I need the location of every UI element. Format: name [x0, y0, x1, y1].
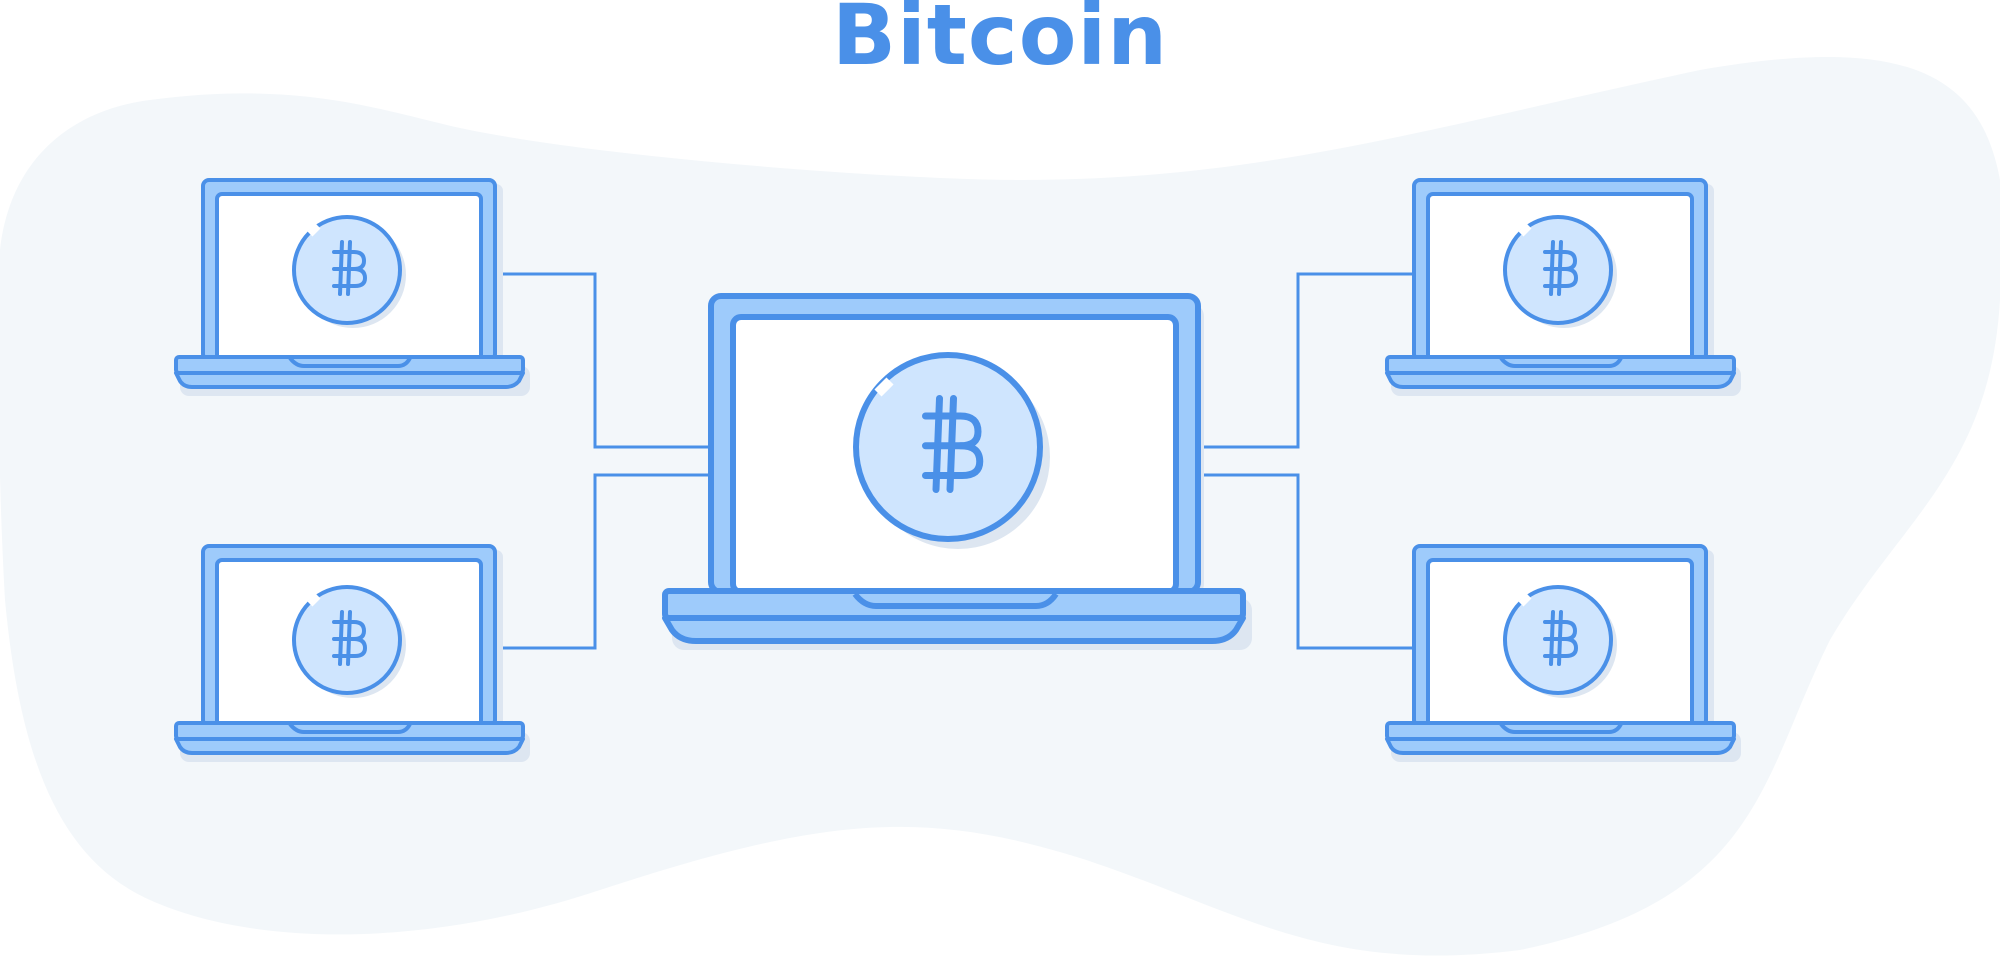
bitcoin-coin-icon — [292, 585, 406, 698]
page-title: Bitcoin — [831, 0, 1169, 84]
link-top-right — [1198, 272, 1413, 449]
node-top-right — [1385, 178, 1741, 396]
node-bottom-left — [174, 544, 530, 762]
link-bottom-right — [1198, 473, 1413, 650]
central-bitcoin-coin-icon — [853, 352, 1050, 549]
bitcoin-coin-icon — [1503, 585, 1617, 698]
central-node — [662, 293, 1252, 650]
link-bottom-left — [496, 473, 710, 650]
node-top-left — [174, 178, 530, 396]
central-laptop-icon — [662, 293, 1252, 650]
node-bottom-right — [1385, 544, 1741, 762]
connection-lines — [496, 272, 1413, 650]
bitcoin-coin-icon — [1503, 215, 1617, 328]
link-top-left — [496, 272, 710, 449]
bitcoin-coin-icon — [292, 215, 406, 328]
